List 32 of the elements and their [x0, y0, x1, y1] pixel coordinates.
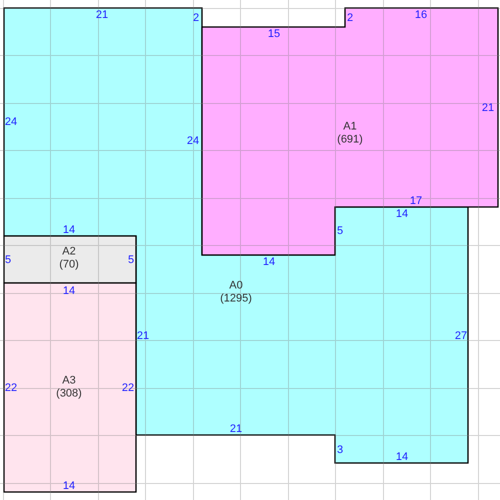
dimension-label: 22 [122, 382, 134, 394]
room-area-value: (308) [56, 387, 82, 400]
dimension-label: 14 [62, 224, 76, 236]
dimension-label: 21 [136, 330, 150, 342]
dimension-label: 16 [414, 9, 428, 21]
dimension-label: 22 [4, 382, 18, 394]
dimension-label: 21 [96, 9, 108, 21]
dimension-label: 5 [336, 225, 344, 237]
dimension-label: 2 [346, 12, 354, 24]
dimension-label: 14 [396, 451, 408, 463]
dimension-label: 17 [410, 195, 422, 207]
dimension-label: 14 [62, 480, 76, 492]
room-name: A3 [62, 374, 76, 387]
dimension-label: 24 [186, 135, 200, 147]
dimension-label: 3 [336, 444, 344, 456]
room-area-value: (70) [59, 258, 79, 271]
dimension-label: 14 [262, 256, 276, 268]
dimension-label: 14 [62, 285, 76, 297]
dimension-label: 21 [482, 102, 494, 114]
room-area-value: (691) [337, 133, 363, 146]
dimension-label: 24 [4, 116, 18, 128]
dimension-label: 14 [396, 208, 408, 220]
dimension-label: 5 [128, 254, 134, 266]
dimension-label: 21 [230, 423, 242, 435]
room-name: A0 [229, 279, 243, 292]
dimension-label: 2 [192, 12, 200, 24]
dimension-label: 5 [4, 254, 12, 266]
dimension-label: 15 [268, 28, 280, 40]
room-area-value: (1295) [220, 292, 252, 305]
room-name: A2 [62, 245, 76, 258]
dimension-label: 27 [454, 330, 468, 342]
room-name: A1 [343, 120, 357, 133]
